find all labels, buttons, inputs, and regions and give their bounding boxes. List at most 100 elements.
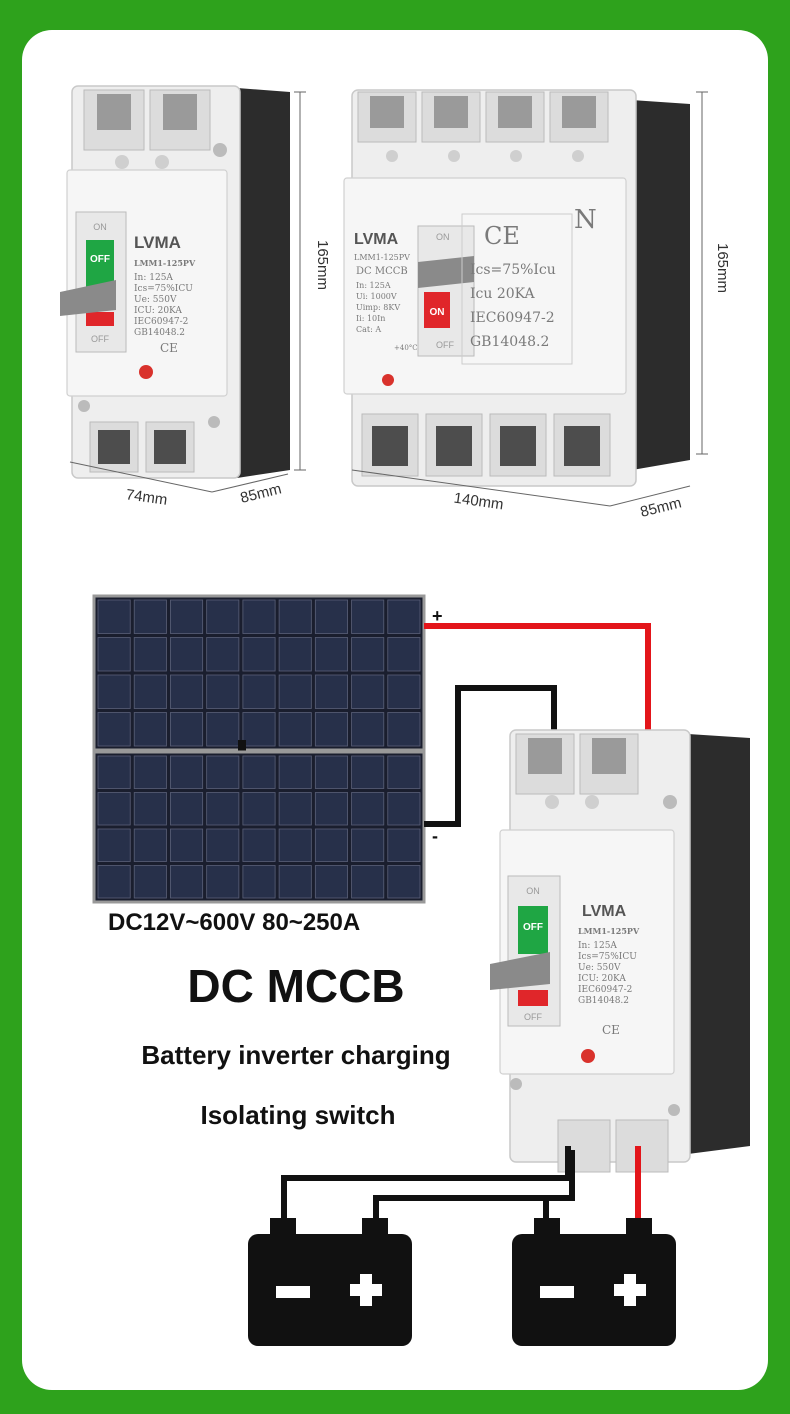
solar-cell (170, 637, 204, 672)
solar-cell (133, 792, 167, 826)
switch-off-label: OFF (90, 254, 110, 265)
solar-cell (351, 792, 385, 826)
switch-off-label: OFF (523, 922, 543, 933)
solar-cell (133, 674, 167, 709)
solar-cell (314, 792, 348, 826)
solar-cell (242, 755, 276, 789)
solar-cell (242, 637, 276, 672)
solar-cell (387, 828, 421, 862)
product-subtitle-1: Battery inverter charging (141, 1040, 450, 1070)
breaker-2pole-image: OFF ON OFF LVMA LMM1-125PV In: 125AIcs=7… (60, 85, 290, 479)
positive-wire (424, 623, 651, 736)
spec-line: GB14048.2 (134, 328, 185, 338)
height-dimension: 165mm (714, 243, 731, 293)
solar-cell (387, 755, 421, 789)
solar-cell (133, 865, 167, 899)
solar-cell (314, 865, 348, 899)
solar-cell (206, 828, 240, 862)
neutral-label: N (574, 205, 597, 235)
switch-bottom-label: OFF (91, 334, 109, 344)
solar-cell (97, 674, 131, 709)
spec-line: Ue: 550V (134, 295, 177, 305)
switch-bottom-label: OFF (524, 1012, 542, 1022)
solar-cell (387, 674, 421, 709)
plus-label: + (432, 606, 443, 626)
solar-cell (206, 755, 240, 789)
model-label: LMM1-125PV (134, 258, 196, 268)
spec-line: Ue: 550V (578, 963, 621, 973)
spec-line: Icu 20KA (470, 286, 536, 302)
model-label: LMM1-125PV (578, 926, 640, 936)
solar-cell (278, 674, 312, 709)
solar-cell (387, 712, 421, 747)
solar-cell (242, 828, 276, 862)
solar-cell (278, 637, 312, 672)
battery-negative-wire (281, 1146, 571, 1218)
solar-cell (242, 674, 276, 709)
solar-cell (242, 865, 276, 899)
solar-cell (314, 712, 348, 747)
solar-cell (170, 792, 204, 826)
solar-cell (314, 599, 348, 634)
solar-cell (133, 712, 167, 747)
spec-line: GB14048.2 (578, 996, 629, 1006)
model-label: LMM1-125PV (354, 253, 410, 262)
switch-off-label: OFF (436, 340, 454, 350)
spec-line: Ics=75%ICU (134, 284, 193, 294)
indicator-light (382, 374, 394, 386)
switch-top-label: ON (93, 222, 107, 232)
solar-cell (170, 599, 204, 634)
solar-cell (97, 755, 131, 789)
switch-top-label: ON (526, 886, 540, 896)
ce-mark: CE (602, 1023, 620, 1037)
spec-line: Cat: A (356, 325, 381, 334)
solar-cell (206, 792, 240, 826)
indicator-light (139, 365, 153, 379)
spec-line: Ics=75%Icu (470, 262, 556, 278)
spec-line: In: 125A (356, 281, 391, 290)
solar-cell (242, 792, 276, 826)
solar-cell (206, 674, 240, 709)
product-subtitle-2: Isolating switch (200, 1100, 395, 1130)
product-illustration: OFF ON OFF LVMA LMM1-125PV In: 125AIcs=7… (60, 85, 750, 1346)
solar-cell (387, 599, 421, 634)
solar-cell (170, 828, 204, 862)
solar-cell (242, 712, 276, 747)
spec-line: Uimp: 8KV (356, 303, 400, 312)
switch-on-label: ON (430, 307, 445, 318)
spec-line: GB14048.2 (470, 334, 549, 350)
voltage-current-range: DC12V~600V 80~250A (108, 909, 360, 936)
solar-cell (351, 674, 385, 709)
brand-label: LVMA (582, 903, 627, 920)
spec-line: IEC60947-2 (578, 985, 632, 995)
solar-cell (278, 755, 312, 789)
solar-cell (133, 599, 167, 634)
solar-cell (278, 828, 312, 862)
solar-cell (133, 637, 167, 672)
solar-panel-top (92, 594, 426, 752)
breaker-diagram-image: OFF ON OFF LVMA LMM1-125PV In: 125AIcs=7… (490, 729, 750, 1173)
solar-cell (314, 755, 348, 789)
spec-line: Ui: 1000V (356, 292, 397, 301)
width-dimension: 74mm (125, 486, 169, 509)
solar-cell (314, 674, 348, 709)
solar-cell (314, 828, 348, 862)
solar-cell (387, 637, 421, 672)
solar-cell (351, 599, 385, 634)
solar-cell (387, 865, 421, 899)
spec-line: In: 125A (134, 273, 173, 283)
height-dimension: 165mm (314, 240, 331, 290)
solar-cell (170, 865, 204, 899)
spec-line: Ii: 10In (356, 314, 385, 323)
solar-cell (351, 712, 385, 747)
solar-cell (97, 599, 131, 634)
solar-cell (170, 755, 204, 789)
ce-mark: CE (484, 222, 520, 250)
solar-cell (97, 828, 131, 862)
spec-line: IEC60947-2 (470, 310, 555, 326)
